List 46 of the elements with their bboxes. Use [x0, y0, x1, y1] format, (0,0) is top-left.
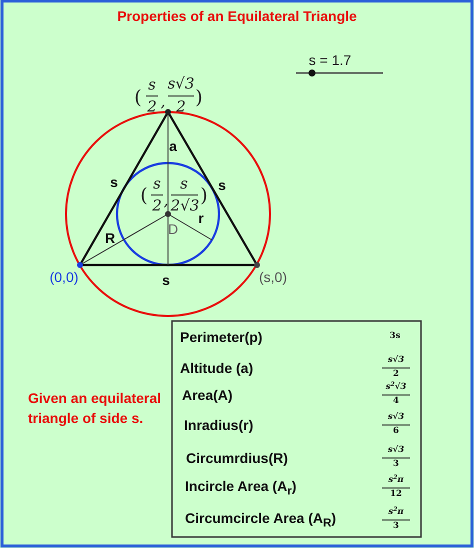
slider-value: s = 1.7	[308, 53, 352, 67]
property-name: Area(A)	[182, 388, 233, 402]
formula: s$^{2}$π	[388, 477, 404, 485]
coordinate-text: 2	[147, 100, 157, 114]
formula: 12	[390, 491, 402, 499]
point-label: (0,0)	[50, 270, 78, 284]
coordinate-text: 2	[152, 198, 162, 214]
property-name: Perimeter(p)	[180, 330, 262, 344]
note-text: Given an equilateral triangle of side s.	[28, 389, 162, 428]
title: Properties of an Equilateral Triangle	[116, 8, 358, 24]
formula: 3	[393, 523, 399, 531]
formula: s$^{2}$√3	[386, 384, 406, 392]
coordinate-text: )	[200, 186, 208, 206]
property-name: Altitude (a)	[180, 361, 254, 375]
formula: 6	[393, 428, 399, 436]
coordinate-text: (	[134, 88, 142, 108]
coordinate-text: s	[148, 78, 156, 92]
property-name: Circumrdius(R)	[186, 451, 288, 465]
radius-label: r	[198, 211, 204, 225]
coordinate-text: s	[153, 176, 161, 192]
formula: s√3	[388, 357, 404, 365]
point-label: D	[168, 222, 178, 236]
side-label: s	[162, 273, 170, 287]
formula: 3s	[390, 333, 400, 341]
side-label: s	[218, 178, 226, 192]
point-label: (s,0)	[259, 270, 287, 284]
property-name: Incircle Area (A$_{r}$)	[185, 478, 296, 498]
coordinate-text: )	[195, 88, 203, 108]
formula: s√3	[388, 447, 404, 455]
property-name: Inradius(r)	[184, 418, 254, 432]
formula: 3	[393, 461, 399, 469]
coordinate-text: 2	[176, 100, 186, 114]
formula: s$^{2}$π	[388, 509, 404, 517]
coordinate-text: ,	[160, 94, 166, 110]
coordinate-text: (	[140, 186, 148, 206]
side-label: a	[169, 139, 177, 153]
coordinate-text: s√3	[168, 76, 194, 92]
side-label: s	[110, 175, 118, 189]
coordinate-text: ,	[164, 194, 168, 208]
coordinate-text: s	[180, 176, 188, 192]
formula: s√3	[388, 414, 404, 422]
radius-label: R	[104, 231, 116, 245]
coordinate-text: 2√3	[170, 198, 200, 214]
formula: 4	[393, 398, 399, 406]
property-name: Circumcircle Area (A$_{R}$)	[185, 510, 336, 530]
formula: 2	[393, 371, 399, 379]
